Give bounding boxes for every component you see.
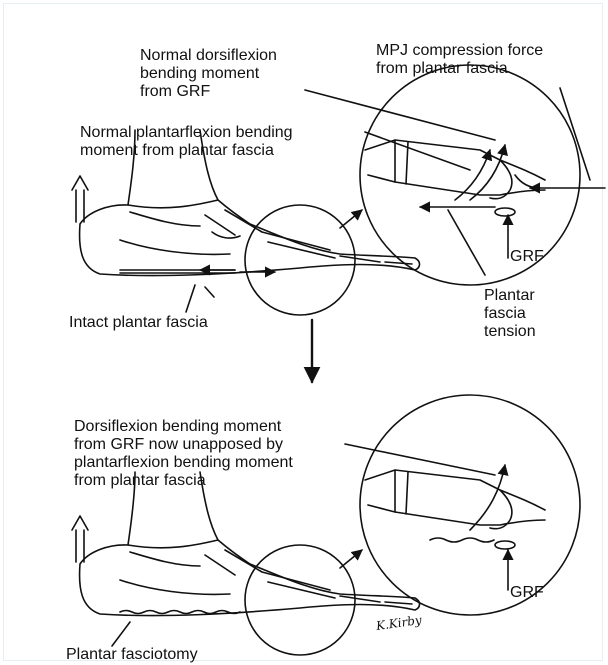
bottom-zoom-circle-small — [245, 545, 355, 655]
label-normal-dorsiflexion: Normal dorsiflexion bending moment from … — [140, 47, 277, 101]
bottom-magnified-mpj — [345, 395, 580, 615]
label-plantar-fasciotomy: Plantar fasciotomy — [66, 646, 198, 664]
bottom-heel-lift-arrow — [72, 516, 88, 562]
label-dorsiflexion-unapposed: Dorsiflexion bending moment from GRF now… — [74, 418, 293, 490]
top-heel-lift-arrow — [72, 176, 88, 222]
label-intact-plantar-fascia: Intact plantar fascia — [69, 314, 208, 332]
bottom-foot — [72, 472, 420, 655]
top-zoom-circle-small — [245, 205, 355, 315]
label-mpj-compression: MPJ compression force from plantar fasci… — [376, 42, 543, 78]
label-normal-plantarflexion: Normal plantarflexion bending moment fro… — [80, 124, 293, 160]
label-grf-bottom: GRF — [510, 584, 544, 602]
top-magnified-mpj — [305, 65, 605, 285]
label-plantar-fascia-tension: Plantar fascia tension — [484, 287, 536, 341]
label-grf-top: GRF — [510, 248, 544, 266]
